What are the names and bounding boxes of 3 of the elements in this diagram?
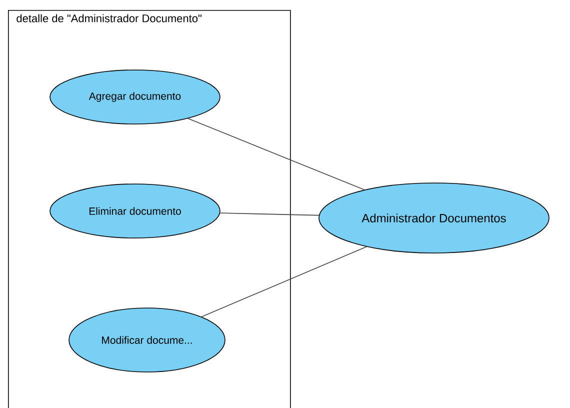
association-line	[188, 118, 365, 190]
association-line	[201, 246, 367, 318]
association-line	[220, 212, 320, 216]
